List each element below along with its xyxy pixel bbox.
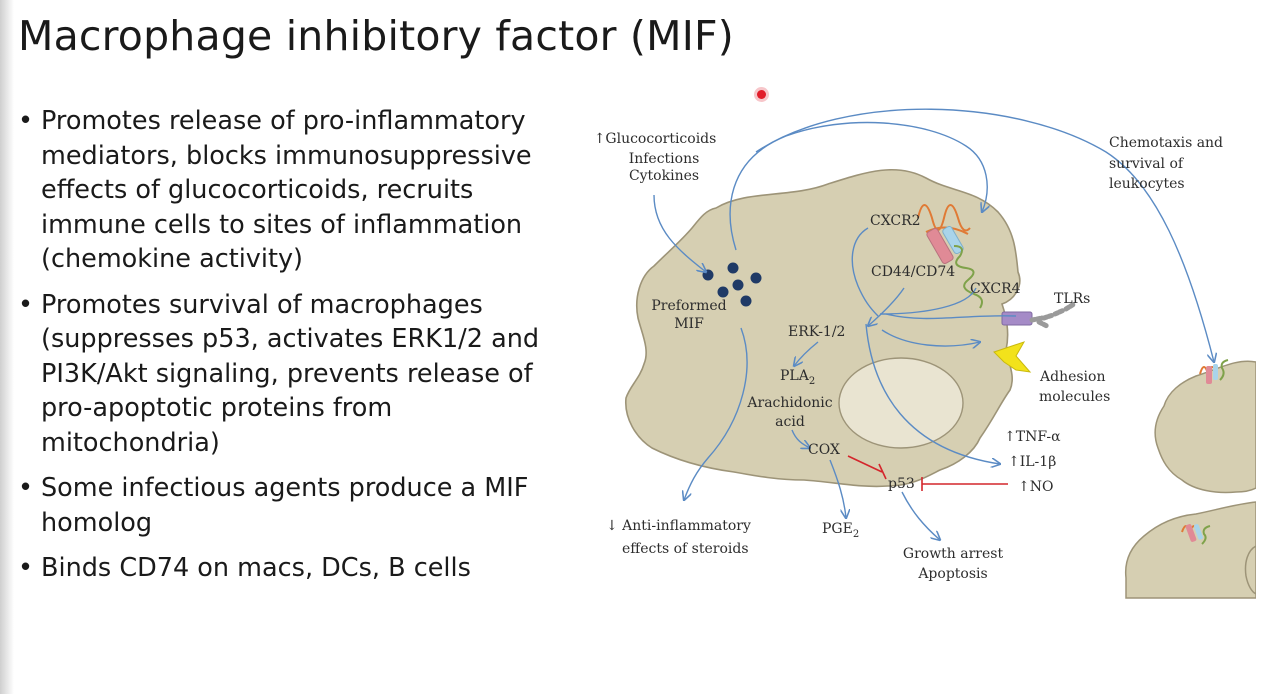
bullet-item: • Some infectious agents produce a MIF h…	[18, 471, 578, 540]
arrow-inducers-to-mif	[653, 194, 706, 272]
mif-granule	[717, 286, 729, 298]
laser-pointer	[757, 90, 766, 99]
neighbor-cell-sliver	[1244, 545, 1256, 595]
label-cd44-cd74: CD44/CD74	[871, 264, 955, 280]
arrow-erk-to-adhesion	[881, 329, 980, 346]
label-cytokines: Cytokines	[629, 168, 699, 184]
neighbor-cell-top	[1154, 360, 1256, 494]
slide-title: Macrophage inhibitory factor (MIF)	[18, 12, 734, 60]
label-adhesion: Adhesion	[1039, 369, 1105, 385]
adhesion-molecule-icon	[993, 341, 1032, 373]
neighbor2-receptor-pink-icon	[1185, 524, 1197, 542]
bullet-dot: •	[18, 289, 34, 320]
arrow-cxcr2-to-erk	[851, 227, 879, 317]
mif-diagram: ↑Glucocorticoids Infections Cytokines Pr…	[596, 100, 1256, 600]
label-growth-arrest: Growth arrest	[903, 546, 1004, 562]
nucleus	[838, 357, 964, 449]
arrow-p53-to-apoptosis	[901, 491, 940, 540]
neighbor-receptor-green-icon	[1219, 359, 1229, 381]
tlr-receptor-icon	[1001, 311, 1033, 326]
label-il1: ↑IL-1β	[1008, 454, 1056, 470]
arrow-erk-to-pla2	[794, 341, 819, 366]
label-infections: Infections	[629, 151, 700, 167]
inhibit-cox-to-p53-bar	[878, 463, 887, 480]
neighbor-receptor-pink-icon	[1206, 366, 1212, 384]
mif-granule	[727, 262, 739, 274]
label-steroids: effects of steroids	[622, 541, 749, 557]
mif-granules	[702, 262, 762, 307]
bullet-list: • Promotes release of pro-inflammatory m…	[18, 104, 578, 597]
arrow-cox-to-pge2	[829, 459, 846, 518]
label-cox: COX	[808, 442, 840, 458]
arrow-mif-to-steroids	[684, 327, 748, 500]
bullet-dot: •	[18, 473, 34, 503]
bullet-item: • Promotes survival of macrophages (supp…	[18, 288, 578, 461]
label-pla2: PLA2	[780, 368, 815, 387]
label-glucocorticoids: ↑Glucocorticoids	[596, 131, 716, 147]
label-p53: p53	[888, 476, 915, 492]
label-acid: acid	[775, 414, 805, 430]
label-cxcr4: CXCR4	[970, 281, 1021, 297]
label-molecules: molecules	[1039, 389, 1110, 405]
label-pge2: PGE2	[822, 521, 859, 540]
left-edge-shadow	[0, 0, 14, 694]
mif-granule	[740, 295, 752, 307]
neighbor-receptor-blue-icon	[1213, 364, 1218, 380]
mif-granule	[732, 279, 744, 291]
bullet-text: Binds CD74 on macs, DCs, B cells	[41, 553, 471, 583]
neighbor2-receptor-blue-icon	[1193, 524, 1203, 540]
label-cxcr2: CXCR2	[870, 213, 921, 229]
label-chemotaxis: Chemotaxis and	[1109, 135, 1223, 151]
arrow-cxcr4-to-erk	[879, 287, 977, 315]
arrow-secretion-loop	[729, 121, 987, 251]
cd74-receptor-icon	[926, 228, 954, 264]
label-preformed: Preformed	[651, 298, 726, 314]
arrow-erk-to-cytokines	[865, 323, 1000, 464]
label-anti-inflammatory: ↓ Anti-inflammatory	[606, 518, 751, 534]
label-survival: survival of	[1109, 156, 1185, 172]
inhibit-cox-to-p53	[847, 455, 883, 473]
bullet-text: Promotes release of pro-inflammatory med…	[41, 106, 532, 274]
arrow-to-leukocytes	[755, 108, 1214, 362]
label-mif: MIF	[674, 316, 704, 332]
label-apoptosis: Apoptosis	[917, 566, 987, 582]
mif-granule	[750, 272, 762, 284]
tlr-chain-icon	[1029, 301, 1077, 329]
label-leukocytes: leukocytes	[1109, 176, 1185, 192]
label-arachidonic: Arachidonic	[746, 395, 832, 411]
label-tlrs: TLRs	[1054, 291, 1090, 307]
label-erk: ERK-1/2	[788, 324, 845, 340]
arrow-cd44-to-erk	[868, 287, 905, 326]
cxcr4-receptor-icon	[953, 245, 983, 309]
bullet-item: • Promotes release of pro-inflammatory m…	[18, 104, 578, 277]
bullet-item: • Binds CD74 on macs, DCs, B cells	[18, 551, 578, 586]
neighbor2-receptor-green-icon	[1201, 525, 1211, 545]
label-no: ↑NO	[1018, 479, 1053, 495]
arrow-to-tlrs	[885, 313, 1017, 320]
neighbor-cell-bottom	[1124, 501, 1256, 599]
bullet-dot: •	[18, 553, 34, 583]
bullet-text: Some infectious agents produce a MIF hom…	[41, 473, 529, 538]
arrow-arachidonic-to-cox	[791, 429, 810, 448]
bullet-dot: •	[18, 106, 34, 136]
bullet-text: Promotes survival of macrophages (suppre…	[41, 289, 540, 458]
label-tnf: ↑TNF-α	[1004, 429, 1061, 445]
